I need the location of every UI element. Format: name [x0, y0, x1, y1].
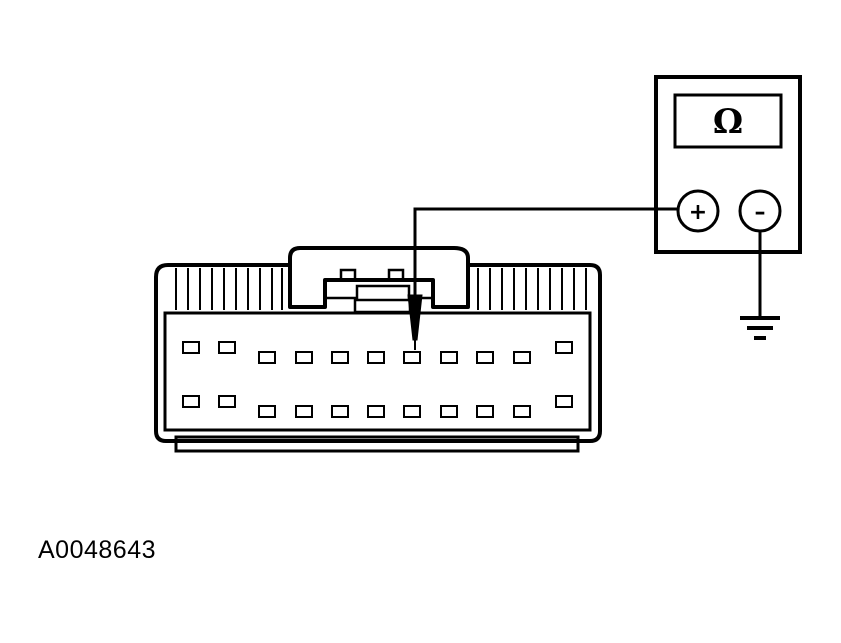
ground-symbol-icon [740, 316, 780, 340]
ohmmeter-icon: Ω + – [654, 75, 802, 254]
positive-test-lead [413, 207, 678, 296]
positive-terminal [676, 189, 720, 233]
connector-body [154, 263, 602, 443]
meter-display-unit: Ω [713, 102, 743, 142]
connector-base [174, 435, 580, 453]
connector-face [163, 311, 592, 432]
connector-ribs-left [175, 268, 283, 310]
pin-row-top [182, 341, 573, 364]
connector-ribs-right [477, 268, 587, 310]
pin-row-bottom [182, 395, 573, 418]
positive-terminal-label: + [689, 200, 707, 225]
probe-icon [407, 294, 423, 350]
meter-display [673, 93, 783, 149]
connector-latch [288, 246, 470, 307]
meter-case [654, 75, 802, 254]
connector-icon [154, 246, 602, 453]
latch-detail [323, 268, 435, 314]
figure-id-label: A0048643 [38, 536, 157, 564]
negative-terminal-label: – [755, 200, 766, 225]
